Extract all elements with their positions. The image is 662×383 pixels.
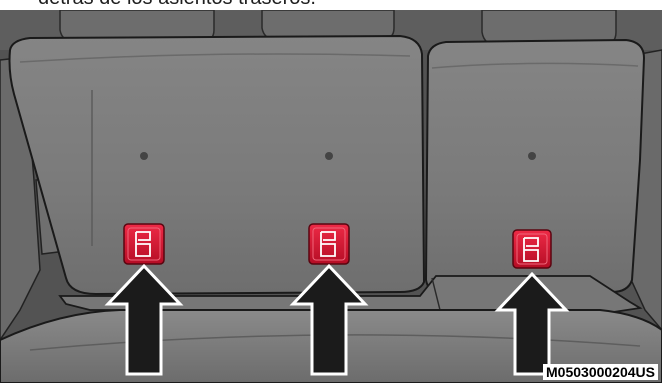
seatback-left-center <box>10 36 425 294</box>
headrest-hole-right <box>528 152 536 160</box>
image-code-label: M0503000204US <box>543 364 658 380</box>
tether-anchor-icon <box>124 224 164 264</box>
headrest-hole-left <box>140 152 148 160</box>
rear-seat-drawing <box>0 10 662 383</box>
caption-text: detrás de los asientos traseros. <box>38 0 316 9</box>
tether-anchor-icon <box>309 224 349 264</box>
seat-illustration: M0503000204US <box>0 10 662 383</box>
tether-anchor-icon <box>513 230 551 268</box>
caption-strip: detrás de los asientos traseros. <box>0 0 662 10</box>
headrest-hole-center <box>325 152 333 160</box>
